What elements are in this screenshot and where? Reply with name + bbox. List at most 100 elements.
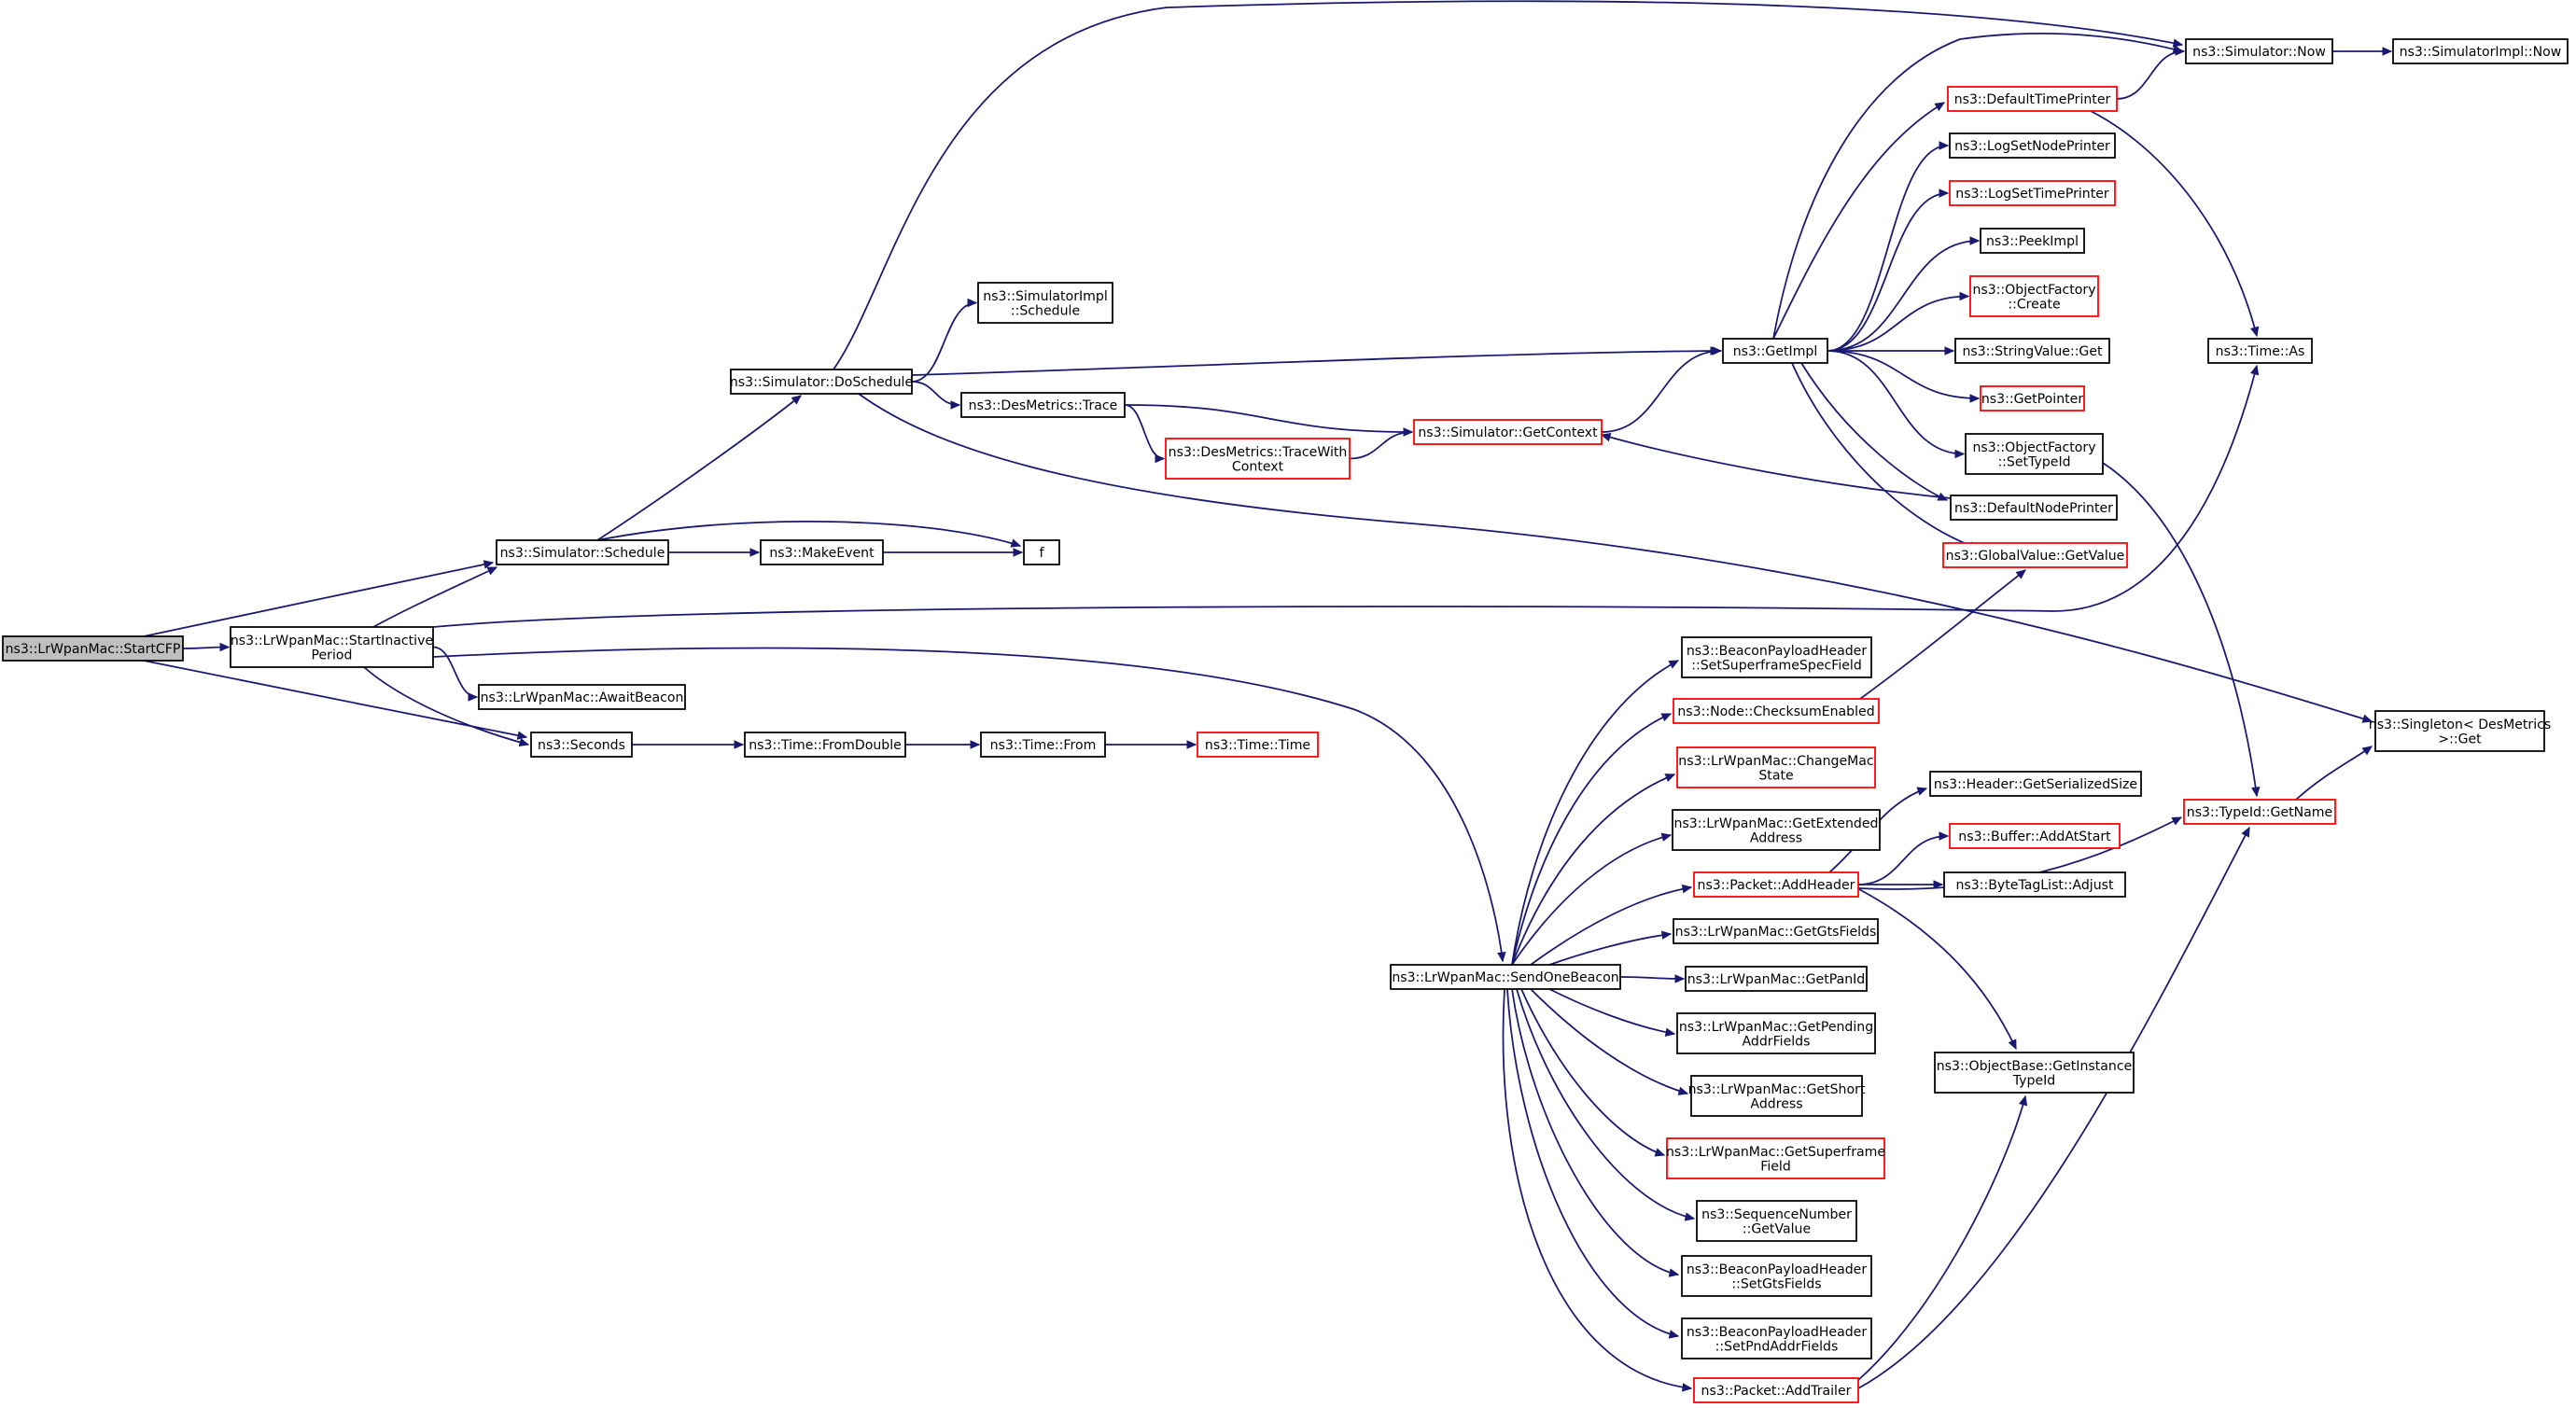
node-desmetricstrace[interactable]: ns3::DesMetrics::Trace: [960, 392, 1126, 418]
node-label: ns3::StringValue::Get: [1962, 344, 2103, 359]
node-awaitbeacon[interactable]: ns3::LrWpanMac::AwaitBeacon: [478, 684, 686, 710]
node-logsettimeprinter[interactable]: ns3::LogSetTimePrinter: [1949, 180, 2116, 206]
node-label: ns3::LrWpanMac::StartInactive: [231, 634, 433, 648]
node-typeidgetname[interactable]: ns3::TypeId::GetName: [2183, 799, 2336, 825]
edge-arrowhead: [1497, 951, 1506, 963]
edge-startinactive-to-sendonebeacon: [432, 647, 1504, 962]
node-label: ::SetSuperframeSpecField: [1691, 658, 1862, 673]
node-singletonget[interactable]: ns3::Singleton< DesMetrics>::Get: [2369, 710, 2551, 752]
node-box: [496, 539, 669, 565]
node-label: ::SetGtsFields: [1731, 1276, 1821, 1291]
edge-arrowhead: [219, 642, 231, 652]
node-label: ns3::MakeEvent: [769, 546, 875, 561]
node-seconds[interactable]: ns3::Seconds: [530, 732, 633, 758]
node-stringvalueget[interactable]: ns3::StringValue::Get: [1954, 338, 2110, 364]
node-label: AddrFields: [1743, 1034, 1811, 1049]
node-packetaddtrailer[interactable]: ns3::Packet::AddTrailer: [1693, 1377, 1859, 1403]
node-objfactorysettypeid[interactable]: ns3::ObjectFactory::SetTypeId: [1965, 433, 2104, 475]
node-f[interactable]: f: [1023, 539, 1060, 565]
node-label: ns3::LrWpanMac::GetShort: [1688, 1082, 1866, 1097]
node-defaultnodeprinter[interactable]: ns3::DefaultNodePrinter: [1950, 495, 2118, 521]
node-timetime[interactable]: ns3::Time::Time: [1197, 732, 1319, 758]
node-simimplschedule[interactable]: ns3::SimulatorImpl::Schedule: [977, 282, 1113, 324]
node-startcfp[interactable]: ns3::LrWpanMac::StartCFP: [2, 635, 184, 662]
node-getpointer[interactable]: ns3::GetPointer: [1980, 385, 2085, 411]
node-label: ns3::BeaconPayloadHeader: [1687, 1325, 1868, 1340]
node-simnow[interactable]: ns3::Simulator::Now: [2185, 38, 2333, 64]
node-box: [2, 635, 184, 662]
edge-arrowhead: [1600, 433, 1612, 442]
node-box: [2392, 38, 2569, 64]
edge-arrowhead: [2015, 569, 2026, 579]
node-box: [1929, 771, 2142, 797]
node-logsetnodeprinter[interactable]: ns3::LogSetNodePrinter: [1949, 132, 2116, 159]
edge-sendonebeacon-to-getsuperframefield: [1520, 988, 1665, 1156]
node-label: ns3::Simulator::Schedule: [500, 546, 665, 561]
edge-sendonebeacon-to-getpanid: [1619, 976, 1685, 980]
node-globalvaluegetvalue[interactable]: ns3::GlobalValue::GetValue: [1942, 542, 2128, 568]
edge-sendonebeacon-to-setpndaddrfields: [1506, 988, 1679, 1337]
node-label: ns3::LrWpanMac::AwaitBeacon: [481, 690, 684, 705]
node-checksumenabled[interactable]: ns3::Node::ChecksumEnabled: [1673, 698, 1880, 724]
edge-arrowhead: [1660, 713, 1673, 722]
node-getimpl[interactable]: ns3::GetImpl: [1722, 338, 1828, 364]
node-getpanid[interactable]: ns3::LrWpanMac::GetPanId: [1685, 966, 1868, 992]
node-timefrom[interactable]: ns3::Time::From: [980, 732, 1106, 758]
node-box: [1949, 180, 2116, 206]
edge-defaulttimeprinter-to-simnow: [2116, 50, 2185, 100]
node-label: ns3::ObjectBase::GetInstance: [1937, 1059, 2133, 1074]
edge-getimpl-to-simnow: [1772, 32, 2183, 340]
node-label: ns3::Simulator::Now: [2192, 45, 2326, 60]
node-seqnumgetvalue[interactable]: ns3::SequenceNumber::GetValue: [1696, 1200, 1857, 1242]
edge-defaulttimeprinter-to-timeas: [2090, 110, 2258, 337]
node-box: [977, 282, 1113, 324]
node-label: ns3::LrWpanMac::GetPanId: [1687, 972, 1866, 987]
node-label: ns3::LrWpanMac::SendOneBeacon: [1392, 970, 1618, 985]
node-simimplnow[interactable]: ns3::SimulatorImpl::Now: [2392, 38, 2569, 64]
node-box: [1390, 964, 1621, 990]
node-label: ns3::ObjectFactory: [1972, 440, 2095, 455]
edges-layer: [143, 0, 2393, 1392]
edge-arrowhead: [2172, 38, 2184, 48]
node-label: ns3::ByteTagList::Adjust: [1956, 878, 2114, 893]
node-makeevent[interactable]: ns3::MakeEvent: [760, 539, 884, 565]
node-setsuperframespec[interactable]: ns3::BeaconPayloadHeader::SetSuperframeS…: [1681, 636, 1872, 678]
edge-doschedule-to-singletonget: [858, 393, 2373, 722]
node-box: [1947, 86, 2118, 112]
edge-arrowhead: [1664, 774, 1676, 782]
node-peekimpl[interactable]: ns3::PeekImpl: [1980, 228, 2085, 254]
node-objfactorycreate[interactable]: ns3::ObjectFactory::Create: [1969, 275, 2099, 317]
node-bufferaddatstart[interactable]: ns3::Buffer::AddAtStart: [1949, 823, 2121, 849]
edge-arrowhead: [1677, 1086, 1689, 1095]
node-timeas[interactable]: ns3::Time::As: [2207, 338, 2313, 364]
node-setpndaddrfields[interactable]: ns3::BeaconPayloadHeader::SetPndAddrFiel…: [1681, 1317, 1872, 1359]
node-headergetserialized[interactable]: ns3::Header::GetSerializedSize: [1929, 771, 2142, 797]
node-setgtsfields[interactable]: ns3::BeaconPayloadHeader::SetGtsFields: [1681, 1255, 1872, 1297]
node-defaulttimeprinter[interactable]: ns3::DefaultTimePrinter: [1947, 86, 2118, 112]
edge-arrowhead: [1668, 660, 1680, 669]
node-sendonebeacon[interactable]: ns3::LrWpanMac::SendOneBeacon: [1390, 964, 1621, 990]
node-doschedule[interactable]: ns3::Simulator::DoSchedule: [730, 369, 913, 395]
node-bytetaglistadjust[interactable]: ns3::ByteTagList::Adjust: [1943, 871, 2126, 898]
node-label: ns3::GetImpl: [1733, 344, 1818, 359]
edge-arrowhead: [1969, 236, 1981, 245]
node-schedule[interactable]: ns3::Simulator::Schedule: [496, 539, 669, 565]
node-getcontext[interactable]: ns3::Simulator::GetContext: [1413, 419, 1603, 445]
node-box: [1672, 809, 1881, 851]
edge-getimpl-to-defaulttimeprinter: [1772, 102, 1945, 340]
node-getgtsfields[interactable]: ns3::LrWpanMac::GetGtsFields: [1673, 918, 1879, 944]
node-label: Address: [1750, 1096, 1802, 1111]
node-label: f: [1040, 546, 1045, 561]
node-fromdouble[interactable]: ns3::Time::FromDouble: [744, 732, 906, 758]
node-box: [1943, 871, 2126, 898]
node-packetaddheader[interactable]: ns3::Packet::AddHeader: [1693, 871, 1859, 898]
